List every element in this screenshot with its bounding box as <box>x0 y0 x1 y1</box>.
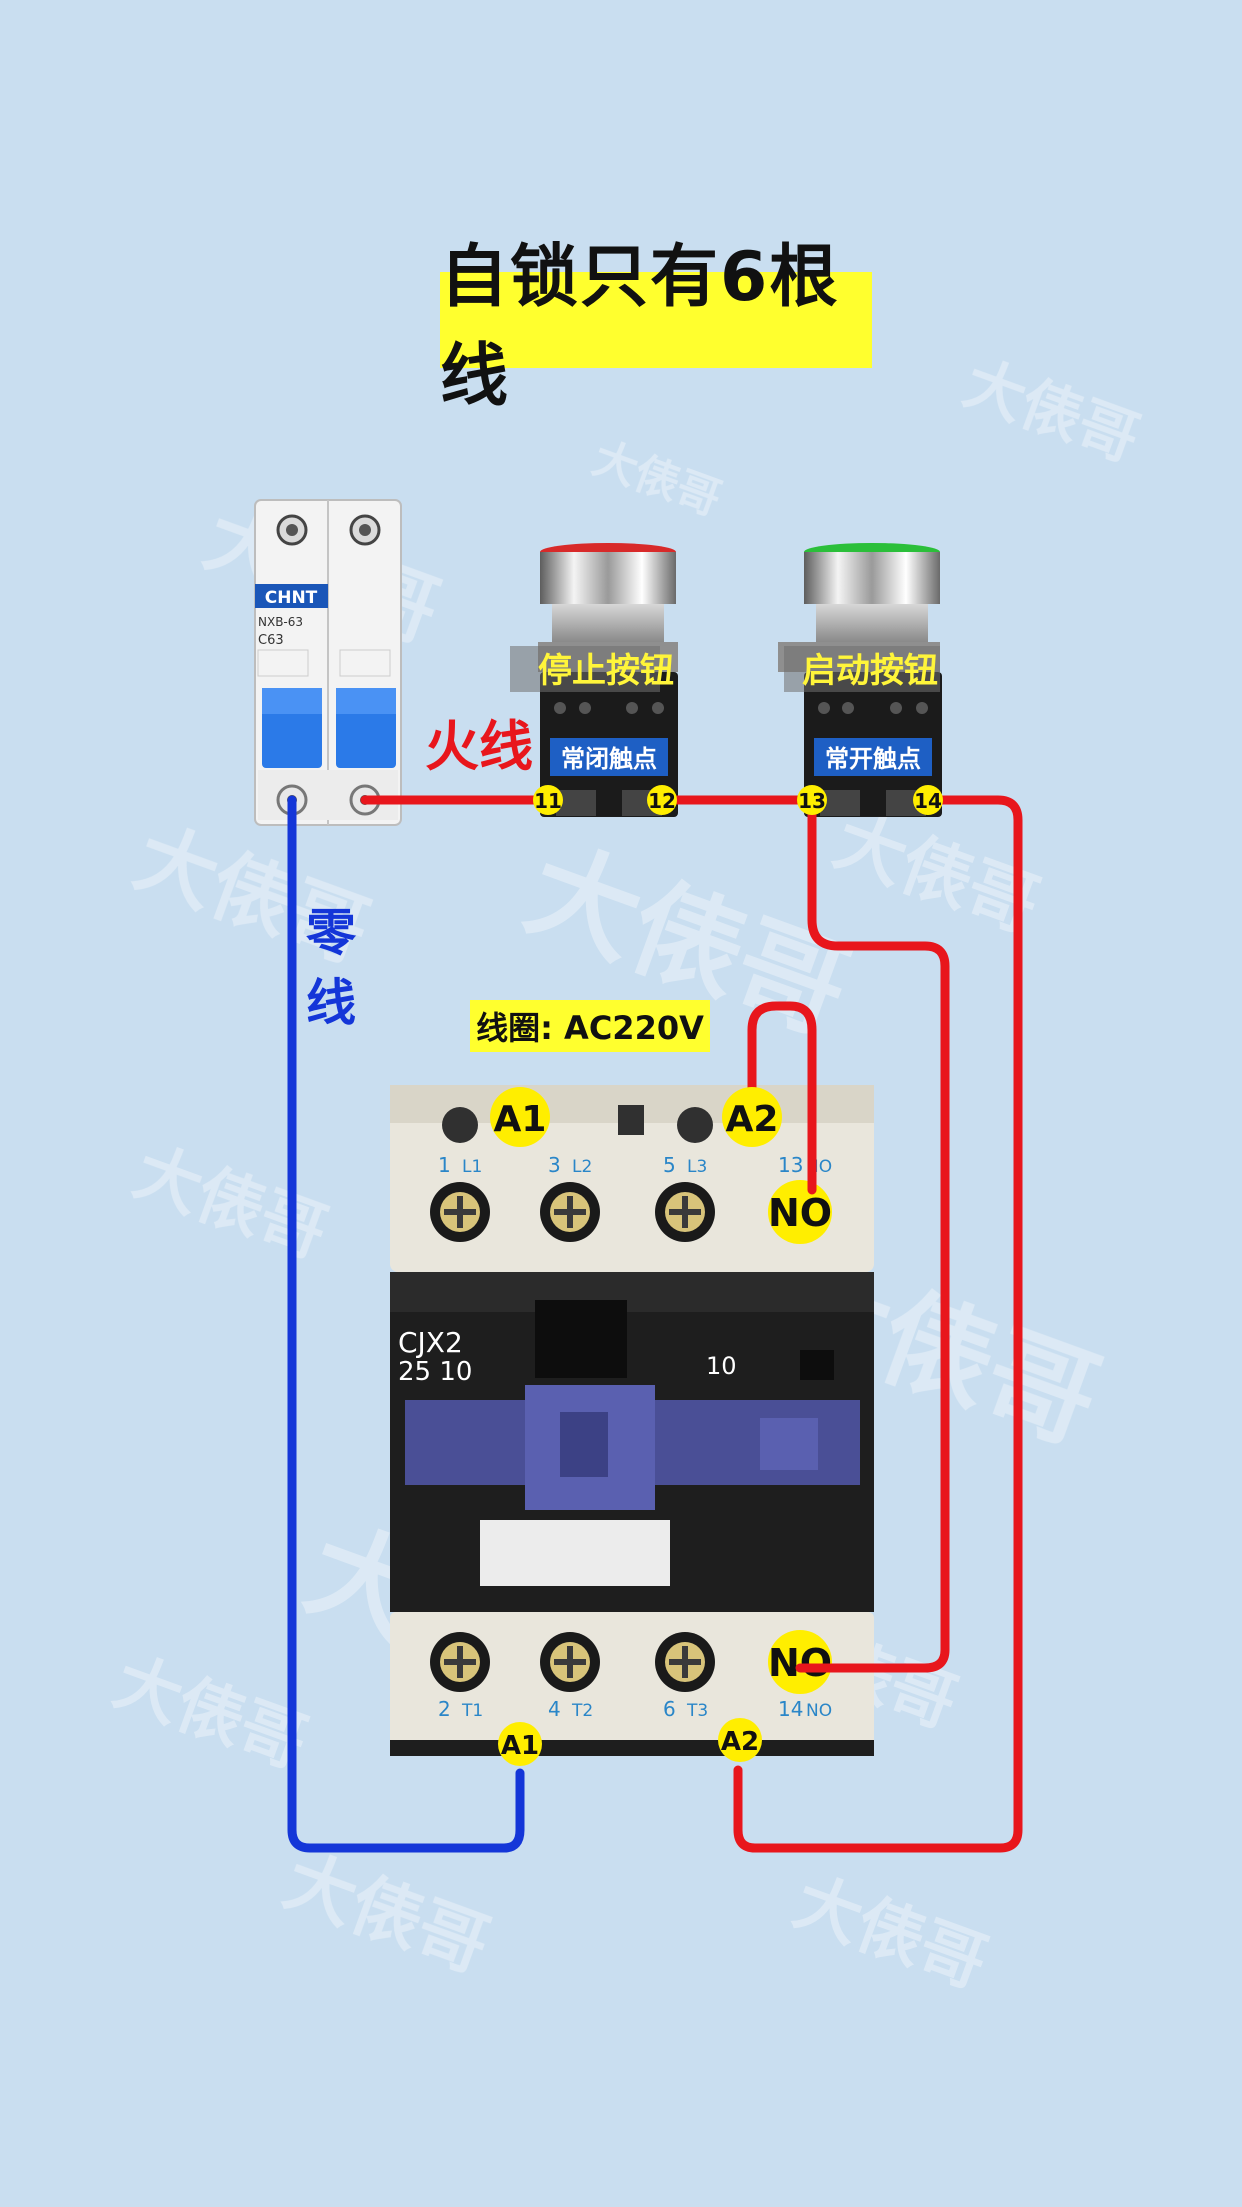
top-terminal-5: 5 L3 <box>655 1153 715 1242</box>
live-wire-label: 火线 <box>425 715 533 778</box>
title-banner: 自锁只有6根线 <box>440 238 872 416</box>
neutral-wire <box>287 795 525 1853</box>
terminal-number: 2 <box>438 1697 451 1721</box>
stop-terminal-11: 11 <box>534 789 562 813</box>
terminal-name: NO <box>806 1701 832 1721</box>
coil-a1-top: A1 <box>494 1099 547 1140</box>
button-labels: 停止按钮 常闭触点 启动按钮 常开触点 11 12 13 14 <box>510 646 943 815</box>
contactor-code: 10 <box>706 1352 737 1380</box>
coil-voltage-label: 线圈: AC220V <box>476 1009 704 1047</box>
bottom-terminal-2: 2 T1 <box>430 1632 490 1721</box>
stop-name-badge <box>510 646 660 692</box>
terminal-number: 3 <box>548 1153 561 1177</box>
breaker-model: NXB-63 <box>258 615 303 629</box>
terminal-number: 6 <box>663 1697 676 1721</box>
breaker-logo-plate <box>255 584 328 608</box>
screw-slot <box>457 1646 463 1678</box>
stop-button-name: 停止按钮 <box>538 651 674 691</box>
circuit-breaker: CHNT NXB-63 C63 <box>254 499 402 826</box>
terminal-name: T3 <box>686 1701 708 1721</box>
bottom-terminal-4: 4 T2 <box>540 1632 600 1721</box>
screw-slot <box>567 1196 573 1228</box>
coil-a1-bottom: A1 <box>501 1731 539 1761</box>
top-terminal-1: 1 L1 <box>430 1153 490 1242</box>
terminal-name: L1 <box>462 1157 482 1177</box>
coil-label-badge <box>470 1000 710 1052</box>
no-badge-circle <box>768 1180 832 1244</box>
bottom-terminal-6: 6 T3 <box>655 1632 715 1721</box>
terminal-name: T2 <box>571 1701 593 1721</box>
start-contact-badge <box>814 738 932 776</box>
no-badge-label: NO <box>768 1191 832 1235</box>
coil-a2-bottom: A2 <box>721 1727 759 1757</box>
stop-contact-badge <box>550 738 668 776</box>
terminal-name: L2 <box>572 1157 592 1177</box>
start-terminal-14: 14 <box>914 789 942 813</box>
live-wire-start14-to-a2 <box>733 795 1023 1853</box>
wires <box>287 795 1023 1853</box>
page-title: 自锁只有6根线 <box>440 238 840 416</box>
stop-contact-type: 常闭触点 <box>561 745 657 773</box>
stop-terminal-12: 12 <box>648 789 676 813</box>
terminal-name: T1 <box>461 1701 483 1721</box>
watermark-text: 大俵哥 <box>785 1863 997 2003</box>
screw-slot <box>567 1646 573 1678</box>
terminal-name: L3 <box>687 1157 707 1177</box>
breaker-rating: C63 <box>258 633 284 648</box>
contactor-model-line1: CJX2 <box>398 1326 463 1359</box>
terminal-number: 14 <box>778 1697 803 1721</box>
neutral-wire-label-2: 线 <box>306 974 356 1032</box>
terminal-number: 13 <box>778 1153 803 1177</box>
terminal-number: 4 <box>548 1697 561 1721</box>
no-badge-label: NO <box>768 1641 832 1685</box>
start-terminal-13: 13 <box>798 789 826 813</box>
screw-slot <box>682 1646 688 1678</box>
screw-slot <box>682 1196 688 1228</box>
watermark-text: 大俵哥 <box>586 432 727 525</box>
breaker-brand: CHNT <box>265 588 318 608</box>
coil-badges: A1 A2 A1 A2 <box>490 1087 782 1766</box>
start-name-badge <box>784 646 940 692</box>
live-wire-a2-to-no13 <box>747 1001 817 1195</box>
start-button-name: 启动按钮 <box>802 651 938 691</box>
terminal-number: 5 <box>663 1153 676 1177</box>
watermark-text: 大俵哥 <box>274 1839 499 1988</box>
contactor-bottom-block <box>390 1612 874 1755</box>
watermark-text: 大俵哥 <box>125 1133 337 1273</box>
watermark-text: 大俵哥 <box>955 348 1148 475</box>
neutral-wire-label-1: 零 <box>306 904 357 962</box>
top-terminal-3: 3 L2 <box>540 1153 600 1242</box>
coil-a2-top: A2 <box>726 1099 779 1140</box>
contactor-model-line2: 25 10 <box>398 1357 472 1387</box>
wire-labels: 火线 零 线 线圈: AC220V <box>306 715 710 1052</box>
watermark-text: 大俵哥 <box>105 1643 317 1783</box>
screw-slot <box>457 1196 463 1228</box>
start-contact-type: 常开触点 <box>825 745 921 773</box>
no-badge-circle <box>768 1630 832 1694</box>
terminal-number: 1 <box>438 1153 451 1177</box>
live-wire-start13-to-no14 <box>795 795 950 1673</box>
